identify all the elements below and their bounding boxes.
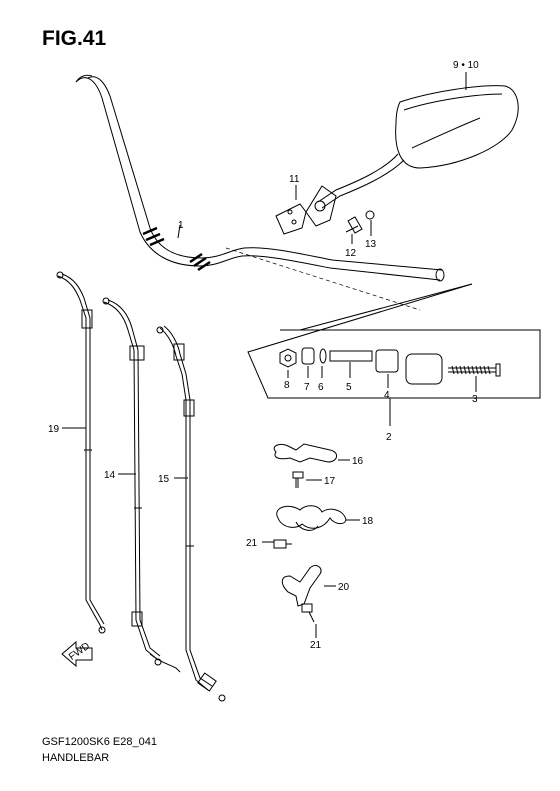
callout-number: 20 xyxy=(338,582,350,593)
callout-number: 16 xyxy=(352,456,364,467)
callout-leader-1 xyxy=(177,224,181,239)
callout-number: 19 xyxy=(48,424,60,435)
clamp-20 xyxy=(281,565,322,607)
callout-number: 2 xyxy=(386,432,392,443)
cable-19 xyxy=(56,271,106,634)
dashed-indicator xyxy=(225,247,421,311)
mirror-bracket xyxy=(275,185,337,235)
clamp-18 xyxy=(276,505,347,531)
cable-15 xyxy=(156,325,226,702)
callout-number: 21 xyxy=(310,640,322,651)
callout-number: 11 xyxy=(289,174,300,185)
bolt-21-lower xyxy=(301,603,315,623)
mirror xyxy=(317,85,519,209)
callout-number: 18 xyxy=(362,516,374,527)
bolt-17 xyxy=(292,471,304,488)
cable-14 xyxy=(102,297,181,673)
callout-number: 21 xyxy=(246,538,258,549)
bar-end-assembly-frame xyxy=(247,283,541,399)
callout-number: 9 • 10 xyxy=(453,60,479,71)
figure-name: HANDLEBAR xyxy=(42,752,110,764)
callout-number: 14 xyxy=(104,470,116,481)
callout-number: 4 xyxy=(384,390,390,401)
callout-number: 15 xyxy=(158,474,170,485)
callout-number: 8 xyxy=(284,380,290,391)
callout-number: 1 xyxy=(178,220,184,231)
callout-number: 17 xyxy=(324,476,336,487)
callout-number: 3 xyxy=(472,394,478,405)
callout-number: 13 xyxy=(365,239,377,250)
callout-number: 5 xyxy=(346,382,352,393)
callout-number: 12 xyxy=(345,248,357,259)
forward-arrow xyxy=(61,640,93,668)
callout-number: 7 xyxy=(304,382,310,393)
figure-code: GSF1200SK6 E28_041 xyxy=(42,736,157,748)
bolt-21-upper xyxy=(273,539,292,549)
clamp-16 xyxy=(273,443,337,463)
callout-number: 6 xyxy=(318,382,324,393)
handlebar xyxy=(75,74,445,282)
bar-end-parts xyxy=(279,347,501,385)
mirror-bolt xyxy=(345,216,363,234)
mirror-washer xyxy=(365,210,375,220)
figure-title: FIG.41 xyxy=(42,27,107,50)
